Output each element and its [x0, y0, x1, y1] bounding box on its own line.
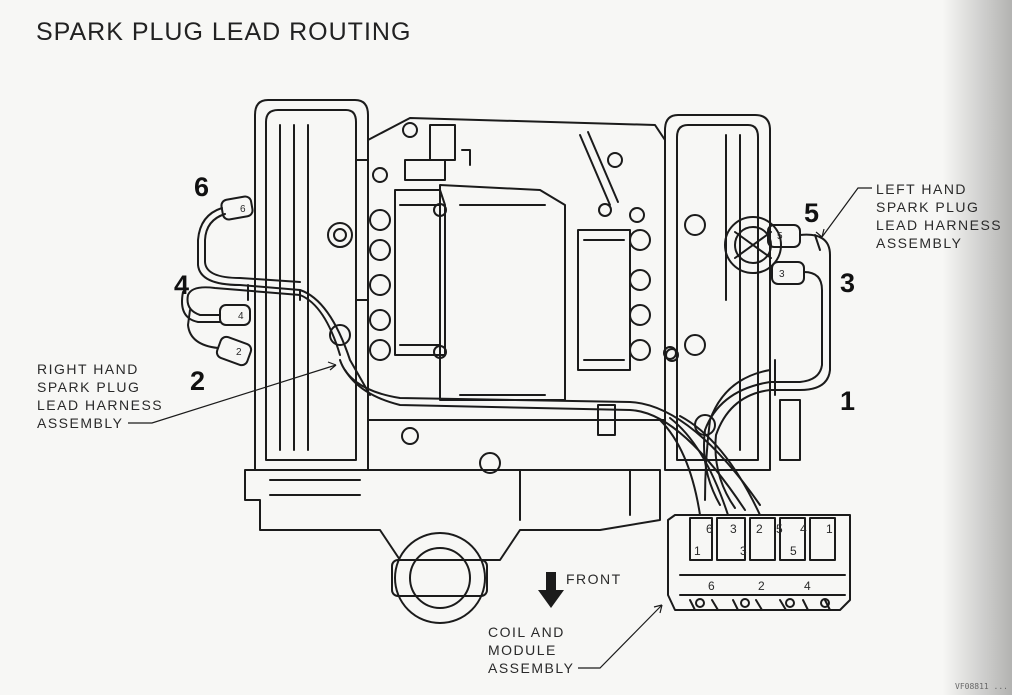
leader-coil	[578, 604, 663, 669]
boot-number-4: 4	[238, 311, 246, 322]
engine-base	[244, 469, 661, 561]
leader-right-harness	[128, 364, 337, 424]
right-valve-cover	[254, 99, 369, 471]
left-valve-cover	[664, 114, 782, 471]
left-bank-leads	[703, 224, 831, 509]
coil-terminal-top-2: 3	[730, 522, 739, 536]
cylinder-number-1: 1	[840, 386, 856, 416]
boot-number-2: 2	[236, 347, 244, 358]
cylinder-number-3: 3	[840, 268, 856, 298]
coil-module-label: COIL AND MODULE ASSEMBLY	[488, 624, 575, 676]
cylinder-number-5: 5	[804, 198, 820, 228]
diagram-title: SPARK PLUG LEAD ROUTING	[36, 18, 412, 46]
cylinder-number-2: 2	[190, 366, 206, 396]
front-label: FRONT	[566, 571, 622, 587]
boot-number-6: 6	[240, 204, 248, 215]
intake-manifold	[367, 117, 679, 436]
coil-terminal-top-4: 5	[776, 522, 785, 536]
coil-terminal-mid-2: 3	[740, 544, 749, 558]
left-hand-harness-label: LEFT HAND SPARK PLUG LEAD HARNESS ASSEMB…	[876, 181, 1003, 251]
figure-code: VF08811 ...	[955, 682, 1008, 691]
coil-terminal-top-1: 6	[706, 522, 715, 536]
coil-terminal-top-3: 2	[756, 522, 765, 536]
scan-shadow	[942, 0, 1012, 695]
boot-number-5: 5	[777, 231, 785, 242]
coil-terminal-top-5: 4	[800, 522, 809, 536]
right-bank-leads	[181, 195, 761, 511]
coil-terminal-mid-1: 1	[694, 544, 703, 558]
leader-left-harness	[821, 187, 872, 238]
coil-terminal-bottom-3: 4	[804, 579, 813, 593]
coil-module-assembly	[659, 415, 851, 611]
right-hand-harness-label: RIGHT HAND SPARK PLUG LEAD HARNESS ASSEM…	[37, 361, 164, 431]
boot-number-3: 3	[779, 269, 787, 280]
coil-terminal-mid-3: 5	[790, 544, 799, 558]
cylinder-number-6: 6	[194, 172, 210, 202]
coil-terminal-bottom-2: 2	[758, 579, 767, 593]
coil-terminal-bottom-1: 6	[708, 579, 717, 593]
front-arrow	[538, 572, 564, 608]
cylinder-number-4: 4	[174, 270, 190, 300]
coil-terminal-top-6: 1	[826, 522, 835, 536]
